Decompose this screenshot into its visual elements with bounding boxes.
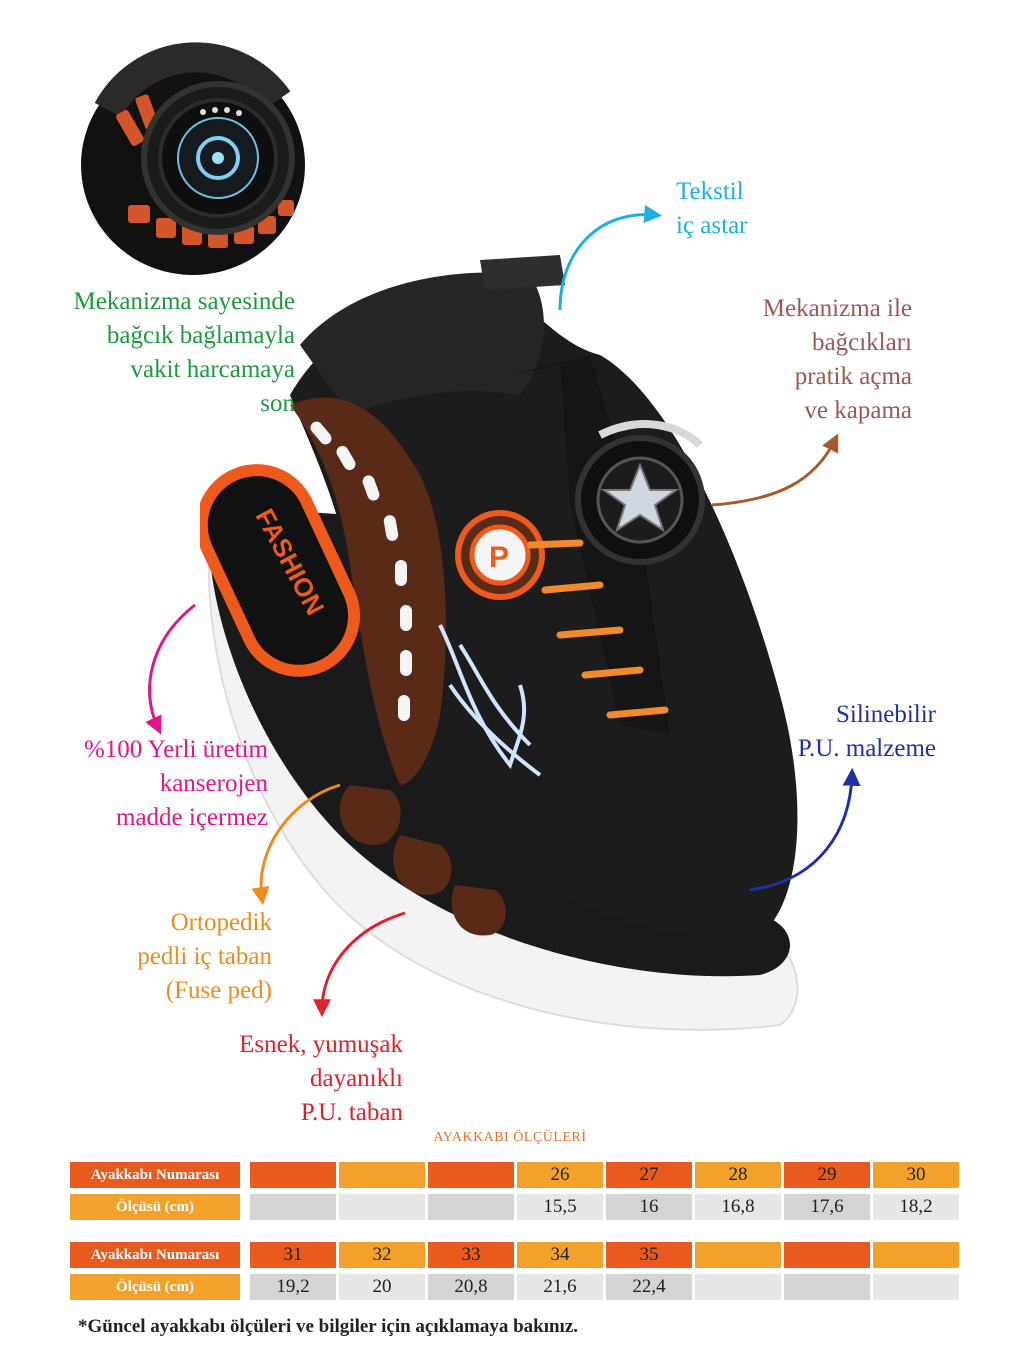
footnote: *Güncel ayakkabı ölçüleri ve bilgiler iç… (78, 1316, 579, 1337)
shoe-number-cell (873, 1242, 959, 1268)
arrows-overlay (145, 205, 861, 1018)
arrow-mechanism (711, 433, 839, 507)
shoe-number-cell: 34 (517, 1242, 603, 1268)
shoe-number-cell: 35 (606, 1242, 692, 1268)
size-cm-cell (250, 1194, 336, 1220)
size-cm-cell: 20 (339, 1274, 425, 1300)
size-cm-cell: 17,6 (784, 1194, 870, 1220)
shoe-number-cell: 26 (517, 1162, 603, 1188)
size-cm-cell (695, 1274, 781, 1300)
dial-closeup-image (78, 40, 308, 275)
shoe-number-cell (339, 1162, 425, 1188)
shoe-number-cell (784, 1242, 870, 1268)
callout-line: Tekstil (676, 178, 744, 205)
arrow-local (145, 603, 196, 735)
size-cm-cell: 19,2 (250, 1274, 336, 1300)
arrow-sole (313, 911, 406, 1018)
shoe-number-cell: 32 (339, 1242, 425, 1268)
size-cm-cell: 21,6 (517, 1274, 603, 1300)
callout-line: Silinebilir (836, 701, 936, 728)
shoe-number-cell: 28 (695, 1162, 781, 1188)
size-cm-cell (428, 1194, 514, 1220)
callout-line: Mekanizma ile (762, 295, 912, 322)
size-cm-cell: 22,4 (606, 1274, 692, 1300)
callout-mechanism-time: Mekanizma sayesinde bağcık bağlamayla va… (40, 285, 295, 421)
shoe-number-cell: 30 (873, 1162, 959, 1188)
callout-line: %100 Yerli üretim (83, 736, 268, 763)
size-cm-cell: 18,2 (873, 1194, 959, 1220)
shoe-number-cell: 33 (428, 1242, 514, 1268)
arrow-insole (251, 783, 341, 906)
shoe-number-cell: 29 (784, 1162, 870, 1188)
logo-letter: P (489, 541, 509, 574)
shoe-number-cell (428, 1162, 514, 1188)
callout-line: madde içermez (116, 804, 268, 831)
shoe-image: FASHION P (200, 245, 820, 1045)
arrow-washable (749, 767, 861, 892)
callout-line: son (260, 390, 295, 417)
callout-line: Mekanizma sayesinde (73, 288, 295, 315)
callout-textile: Tekstil iç astar (676, 175, 747, 243)
callout-line: Esnek, yumuşak (239, 1031, 403, 1058)
callout-local-production: %100 Yerli üretim kanserojen madde içerm… (40, 733, 268, 835)
shoe-number-cell: 27 (606, 1162, 692, 1188)
callout-sole: Esnek, yumuşak dayanıklı P.U. taban (200, 1028, 403, 1130)
callout-insole: Ortopedik pedli iç taban (Fuse ped) (100, 906, 272, 1008)
callout-line: Ortopedik (170, 909, 272, 936)
callout-line: dayanıklı (309, 1065, 403, 1092)
callout-line: kanserojen (159, 770, 268, 797)
callout-line: (Fuse ped) (165, 977, 272, 1004)
shoe-number-cell (250, 1162, 336, 1188)
size-cm-cell: 20,8 (428, 1274, 514, 1300)
size-cm-cell (339, 1194, 425, 1220)
callout-line: P.U. taban (300, 1099, 403, 1126)
size-cm-cell (784, 1274, 870, 1300)
callout-line: P.U. malzeme (797, 735, 936, 762)
callout-line: pratik açma (794, 363, 912, 390)
row-label-size-cm: Ölçüsü (cm) (70, 1194, 240, 1220)
size-cm-cell: 16,8 (695, 1194, 781, 1220)
row-label-shoe-number: Ayakkabı Numarası (70, 1242, 240, 1268)
callout-line: ve kapama (804, 397, 912, 424)
size-table-title: AYAKKABI ÖLÇÜLERİ (433, 1130, 587, 1145)
callout-mechanism-lace: Mekanizma ile bağcıkları pratik açma ve … (700, 292, 912, 428)
shoe-number-cell: 31 (250, 1242, 336, 1268)
callout-line: bağcık bağlamayla (106, 322, 295, 349)
size-cm-cell (873, 1274, 959, 1300)
arrow-textile (558, 205, 663, 311)
callout-line: iç astar (676, 212, 748, 239)
size-cm-cell: 15,5 (517, 1194, 603, 1220)
callout-washable: Silinebilir P.U. malzeme (780, 698, 936, 766)
row-label-shoe-number: Ayakkabı Numarası (70, 1162, 240, 1188)
callout-line: bağcıkları (812, 329, 912, 356)
shoe-number-cell (695, 1242, 781, 1268)
row-label-size-cm: Ölçüsü (cm) (70, 1274, 240, 1300)
size-cm-cell: 16 (606, 1194, 692, 1220)
callout-line: vakit harcamaya (130, 356, 296, 383)
callout-line: pedli iç taban (137, 943, 272, 970)
